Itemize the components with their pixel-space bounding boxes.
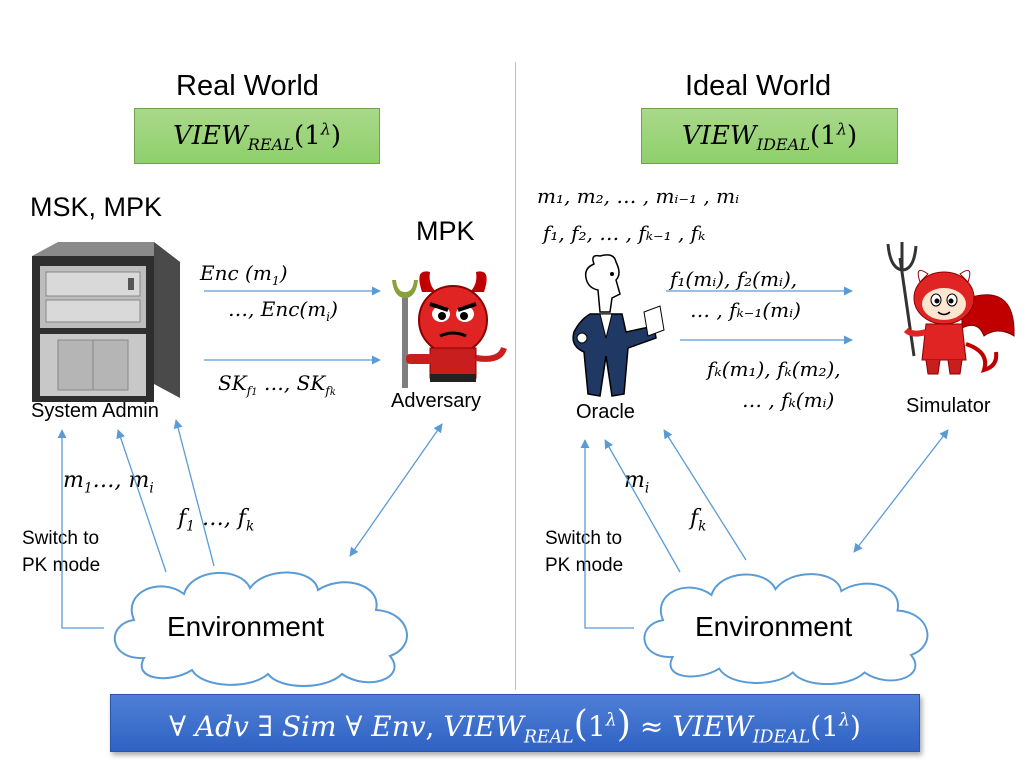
real-keys-label: MSK, MPK: [30, 192, 163, 222]
oracle-output-line2: … , fₖ₋₁(mᵢ): [690, 298, 801, 322]
real-environment-label: Environment: [167, 611, 325, 642]
real-view-formula: VIEWREAL(1λ): [172, 119, 342, 155]
oracle-output-line1: f₁(mᵢ), f₂(mᵢ),: [670, 267, 798, 291]
arrow-env-funcs-to-admin: [173, 419, 215, 567]
adversary-label: Adversary: [391, 390, 482, 412]
oracle-output-line3: fₖ(m₁), fₖ(m₂),: [707, 357, 841, 381]
ideal-world-title: Ideal World: [685, 70, 832, 102]
ideal-message-list: m₁, m₂, … , mᵢ₋₁ , mᵢ: [537, 184, 740, 208]
oracle-output-line4: … , fₖ(mᵢ): [742, 388, 835, 412]
arrow-env-func-to-oracle: [663, 429, 747, 561]
arrow-env-adversary: [349, 423, 443, 557]
enc-mi-label: …, Enc(mi): [228, 297, 338, 324]
arrow-env-msgs-to-admin: [116, 429, 167, 573]
real-view-box: VIEWREAL(1λ): [134, 108, 380, 164]
secret-keys-label: SKf1 …, SKfk: [218, 371, 336, 398]
cloud-icon: [643, 573, 929, 686]
security-statement: ∀ Adv ∃ Sim ∀ Env, VIEWREAL(1λ) ≈ VIEWID…: [169, 701, 861, 748]
oracle-figure-icon: [572, 254, 665, 397]
ideal-function-label: fk: [690, 506, 707, 535]
real-functions-label: f1 …, fk: [178, 506, 255, 535]
world-divider: [515, 62, 516, 690]
ideal-switch-mode-label: Switch to PK mode: [545, 528, 624, 576]
arrow-switch-to-oracle: [580, 439, 634, 629]
ideal-function-list: f₁, f₂, … , fₖ₋₁ , fₖ: [543, 221, 706, 245]
system-admin-label: System Admin: [31, 400, 159, 422]
simulator-label: Simulator: [906, 395, 991, 417]
real-messages-label: m1…, mi: [63, 468, 154, 497]
real-world-title: Real World: [176, 70, 319, 102]
ideal-view-formula: VIEWIDEAL(1λ): [681, 119, 858, 155]
oracle-label: Oracle: [576, 401, 635, 423]
ideal-view-box: VIEWIDEAL(1λ): [641, 108, 898, 164]
arrow-env-msg-to-oracle: [604, 439, 681, 573]
arrow-switch-to-admin: [57, 429, 104, 629]
real-switch-mode-label: Switch to PK mode: [22, 528, 101, 576]
security-statement-bar: ∀ Adv ∃ Sim ∀ Env, VIEWREAL(1λ) ≈ VIEWID…: [110, 694, 920, 752]
real-mpk-label: MPK: [416, 216, 475, 246]
cloud-icon: [113, 571, 408, 687]
ideal-message-label: mi: [624, 468, 650, 497]
ideal-environment-label: Environment: [695, 611, 853, 642]
arrow-env-simulator: [853, 429, 949, 553]
server-icon: [32, 242, 180, 402]
adversary-devil-icon: [392, 271, 507, 388]
enc-m1-label: Enc (m1): [200, 261, 288, 288]
simulator-devil-icon: [886, 242, 1015, 375]
